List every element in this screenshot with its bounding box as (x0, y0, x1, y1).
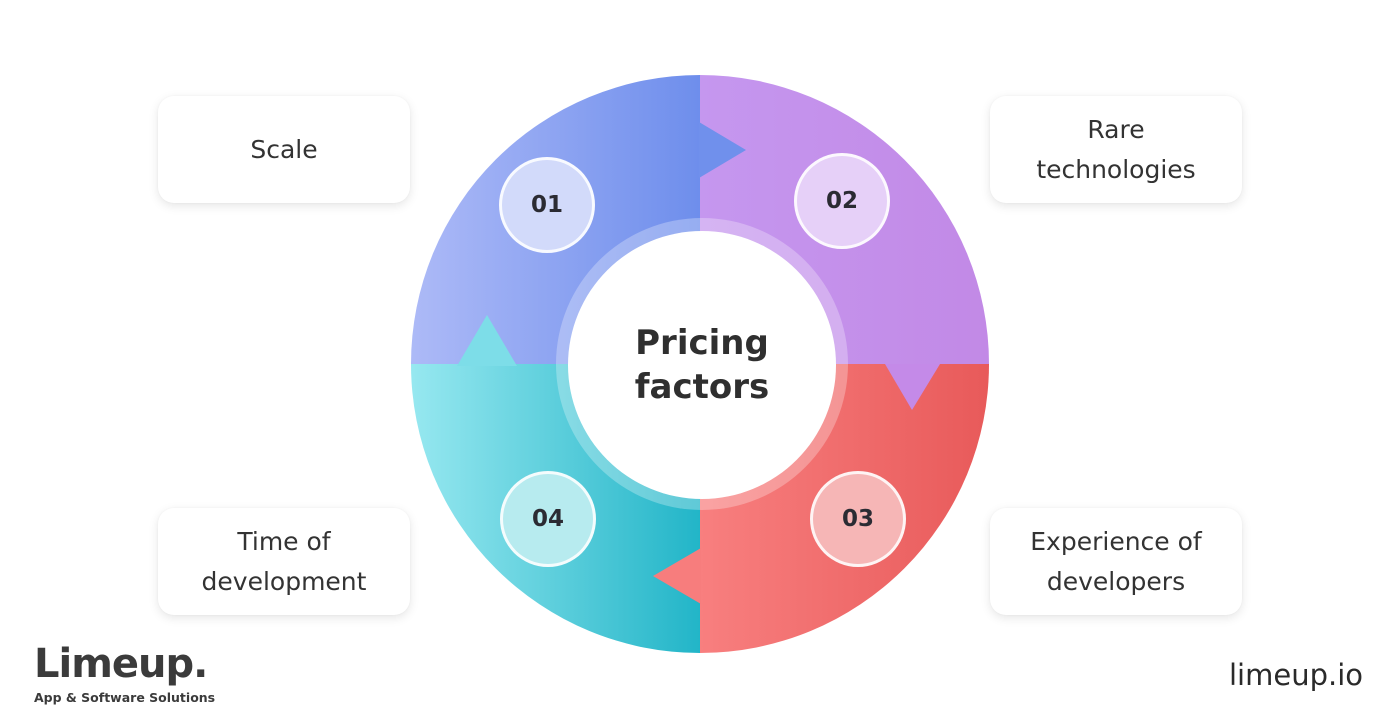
arrow-02-to-03 (885, 364, 940, 410)
logo-wordmark: Limeup. (34, 641, 208, 687)
badge-01: 01 (499, 157, 595, 253)
badge-04: 04 (500, 471, 596, 567)
site-url: limeup.io (1228, 658, 1363, 692)
center-circle (568, 231, 836, 499)
factor-card-rare-technologies: Rare technologies (990, 96, 1242, 203)
brand-logo: Limeup. App & Software Solutions (34, 642, 215, 705)
logo-tagline: App & Software Solutions (34, 690, 216, 705)
arrow-01-to-02 (699, 122, 746, 178)
factor-card-experience-of-developers: Experience of developers (990, 508, 1242, 615)
badge-02: 02 (794, 153, 890, 249)
diagram-title: Pricing factors (634, 323, 770, 407)
arrow-04-to-01 (457, 315, 517, 366)
factor-card-time-of-development: Time of development (158, 508, 410, 615)
badge-03: 03 (810, 471, 906, 567)
arrow-03-to-04 (653, 548, 701, 604)
factor-card-scale: Scale (158, 96, 410, 203)
